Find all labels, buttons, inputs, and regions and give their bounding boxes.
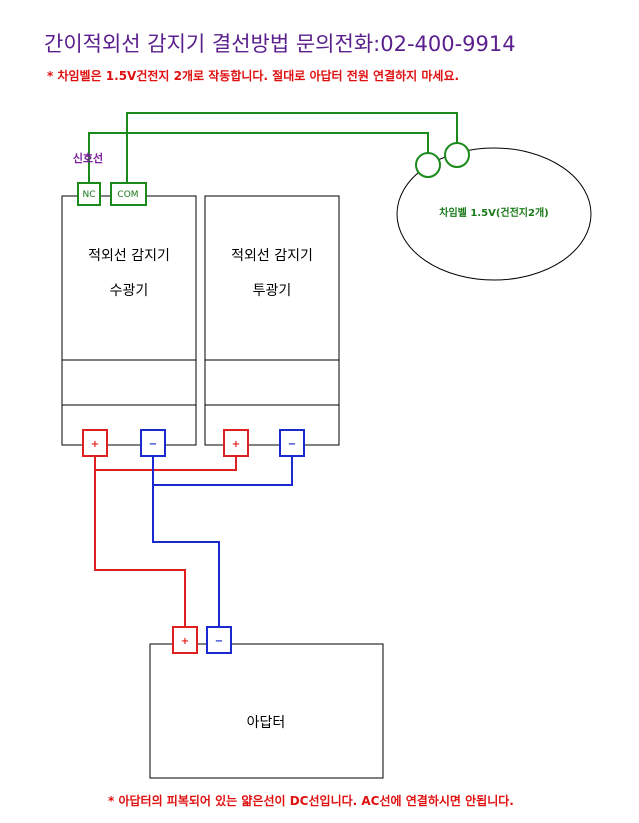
transmitter-title: 적외선 감지기 [231, 248, 313, 264]
warning-bottom: * 아답터의 피복되어 있는 얇은선이 DC선입니다. AC선에 연결하시면 안… [108, 793, 514, 808]
com-terminal [110, 182, 147, 206]
nc-terminal-label: NC [82, 190, 95, 200]
chime-terminal-right [444, 142, 470, 168]
receiver-subtitle: 수광기 [110, 283, 149, 299]
transmitter-unit: 적외선 감지기 투광기 [204, 195, 340, 446]
nc-wire [88, 132, 429, 183]
chime-terminal-left [415, 152, 441, 178]
adapter-plus-terminal [172, 626, 198, 654]
receiver-title: 적외선 감지기 [88, 248, 170, 264]
com-wire [126, 112, 458, 183]
transmitter-plus-sign: + [232, 439, 240, 450]
positive-wires [94, 457, 237, 627]
signal-wires [88, 112, 458, 183]
receiver-plus-sign: + [91, 439, 99, 450]
chime-bell [396, 147, 592, 281]
negative-wires [152, 457, 293, 627]
adapter-minus-terminal [206, 626, 232, 654]
nc-terminal [77, 182, 101, 206]
adapter-minus-sign: − [215, 636, 223, 647]
receiver-plus-terminal [82, 429, 108, 457]
chime-label: 차임벨 1.5V(건전지2개) [439, 206, 548, 219]
transmitter-minus-terminal [279, 429, 305, 457]
receiver-minus-terminal [140, 429, 166, 457]
com-terminal-label: COM [117, 190, 138, 200]
signal-wire-label: 신호선 [73, 151, 103, 165]
warning-top: * 차임벨은 1.5V건전지 2개로 작동합니다. 절대로 아답터 전원 연결하… [47, 68, 459, 83]
transmitter-plus-terminal [223, 429, 249, 457]
transmitter-subtitle: 투광기 [253, 283, 292, 299]
receiver-unit: 적외선 감지기 수광기 [61, 195, 197, 446]
adapter-plus-sign: + [181, 636, 189, 647]
receiver-minus-sign: − [149, 439, 157, 450]
adapter-label: 아답터 [247, 715, 286, 731]
transmitter-minus-sign: − [288, 439, 296, 450]
adapter-unit: 아답터 [149, 643, 384, 779]
page-title: 간이적외선 감지기 결선방법 문의전화:02-400-9914 [44, 32, 516, 56]
